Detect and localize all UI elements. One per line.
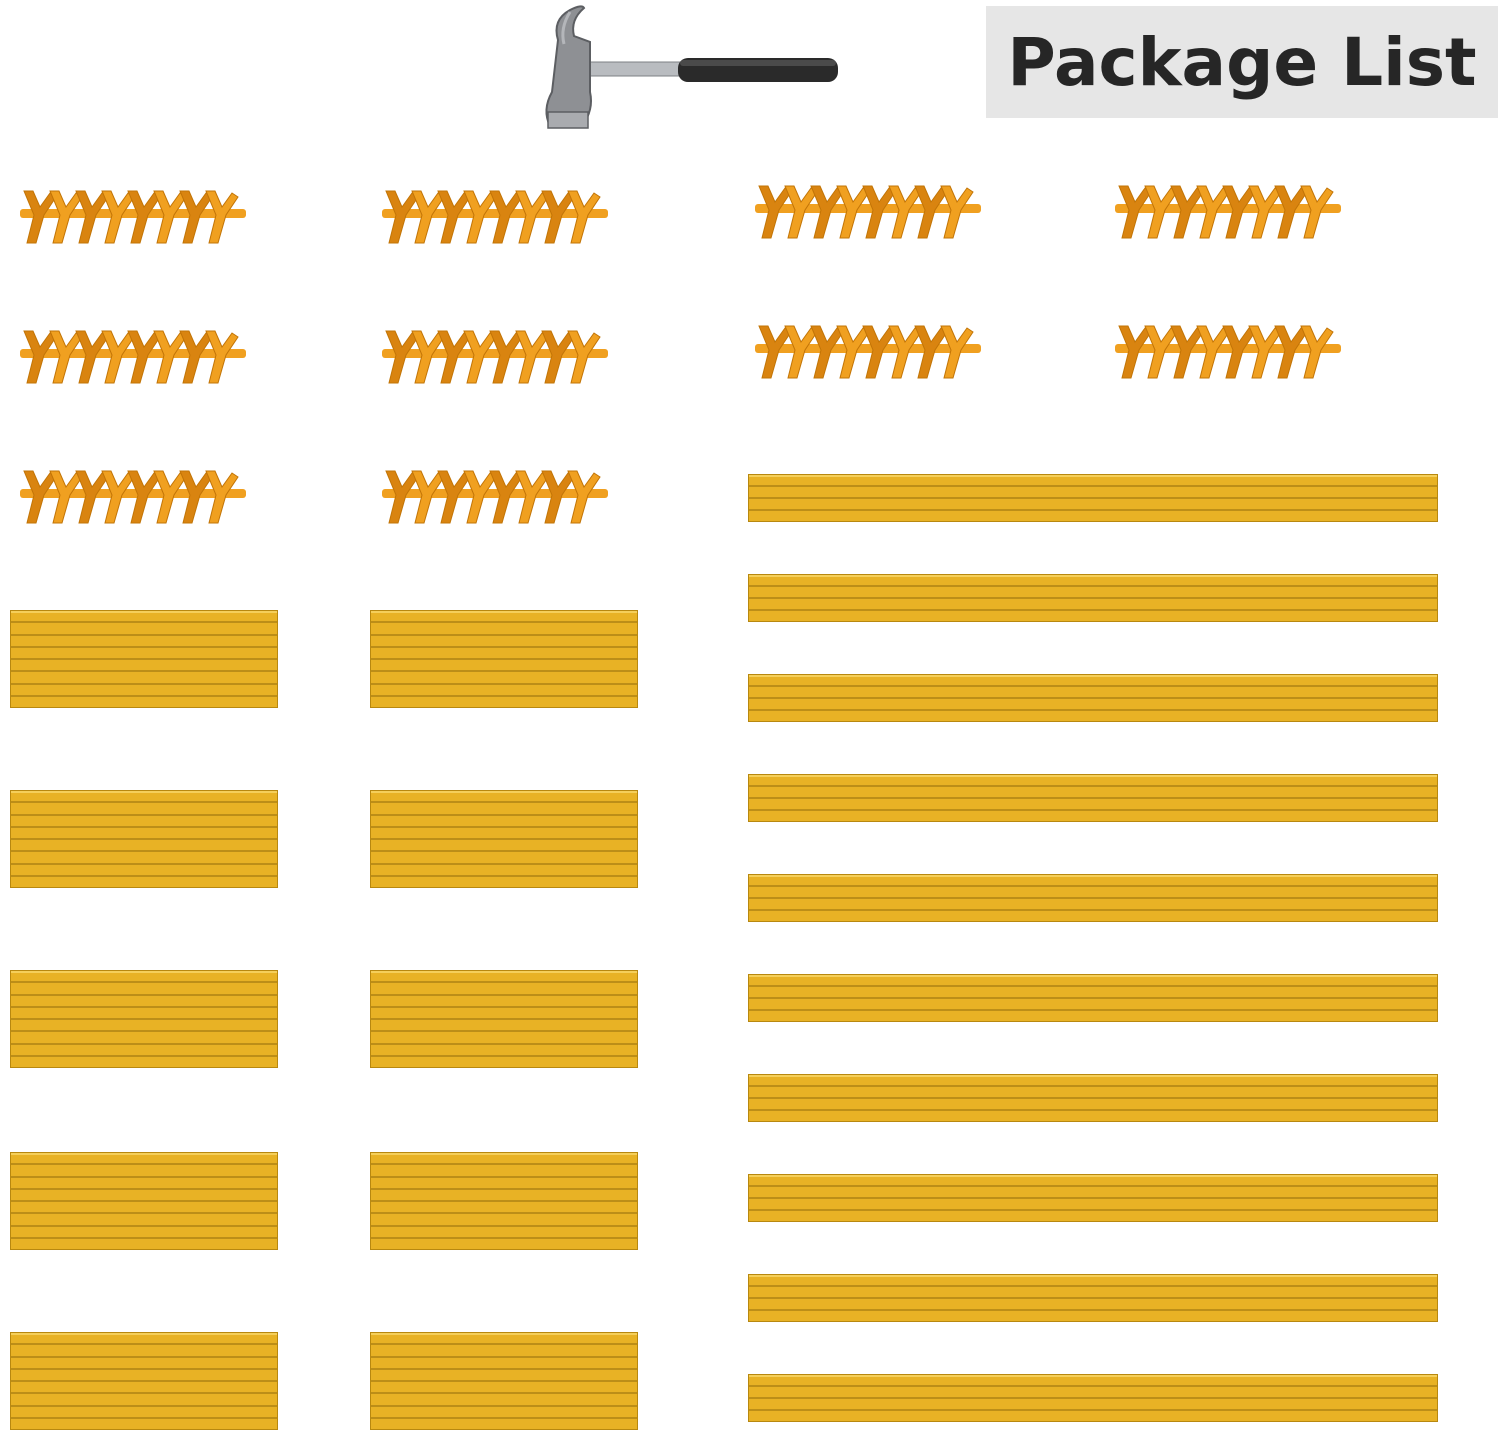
short-rod-bundle (370, 610, 638, 708)
long-rod-bundle (748, 574, 1438, 622)
long-rod-bundle (748, 774, 1438, 822)
package-list-title: Package List (1007, 23, 1477, 101)
y-connector-strip (1105, 180, 1345, 246)
y-connector-strip (10, 465, 250, 531)
package-list-title-box: Package List (986, 6, 1498, 118)
y-connector-strip (745, 320, 985, 386)
short-rod-bundle (10, 970, 278, 1068)
long-rod-bundle (748, 474, 1438, 522)
y-connector-strip (10, 185, 250, 251)
hammer-icon (530, 0, 850, 140)
short-rod-bundle (370, 970, 638, 1068)
y-connector-strip (745, 180, 985, 246)
short-rod-bundle (10, 610, 278, 708)
short-rod-bundle (10, 1332, 278, 1430)
y-connector-strip (372, 465, 612, 531)
y-connector-strip (372, 325, 612, 391)
y-connector-strip (10, 325, 250, 391)
short-rod-bundle (10, 790, 278, 888)
y-connector-strip (372, 185, 612, 251)
short-rod-bundle (370, 1332, 638, 1430)
y-connector-strip (1105, 320, 1345, 386)
long-rod-bundle (748, 1274, 1438, 1322)
short-rod-bundle (10, 1152, 278, 1250)
long-rod-bundle (748, 1074, 1438, 1122)
short-rod-bundle (370, 790, 638, 888)
long-rod-bundle (748, 874, 1438, 922)
long-rod-bundle (748, 1174, 1438, 1222)
long-rod-bundle (748, 1374, 1438, 1422)
short-rod-bundle (370, 1152, 638, 1250)
long-rod-bundle (748, 674, 1438, 722)
long-rod-bundle (748, 974, 1438, 1022)
